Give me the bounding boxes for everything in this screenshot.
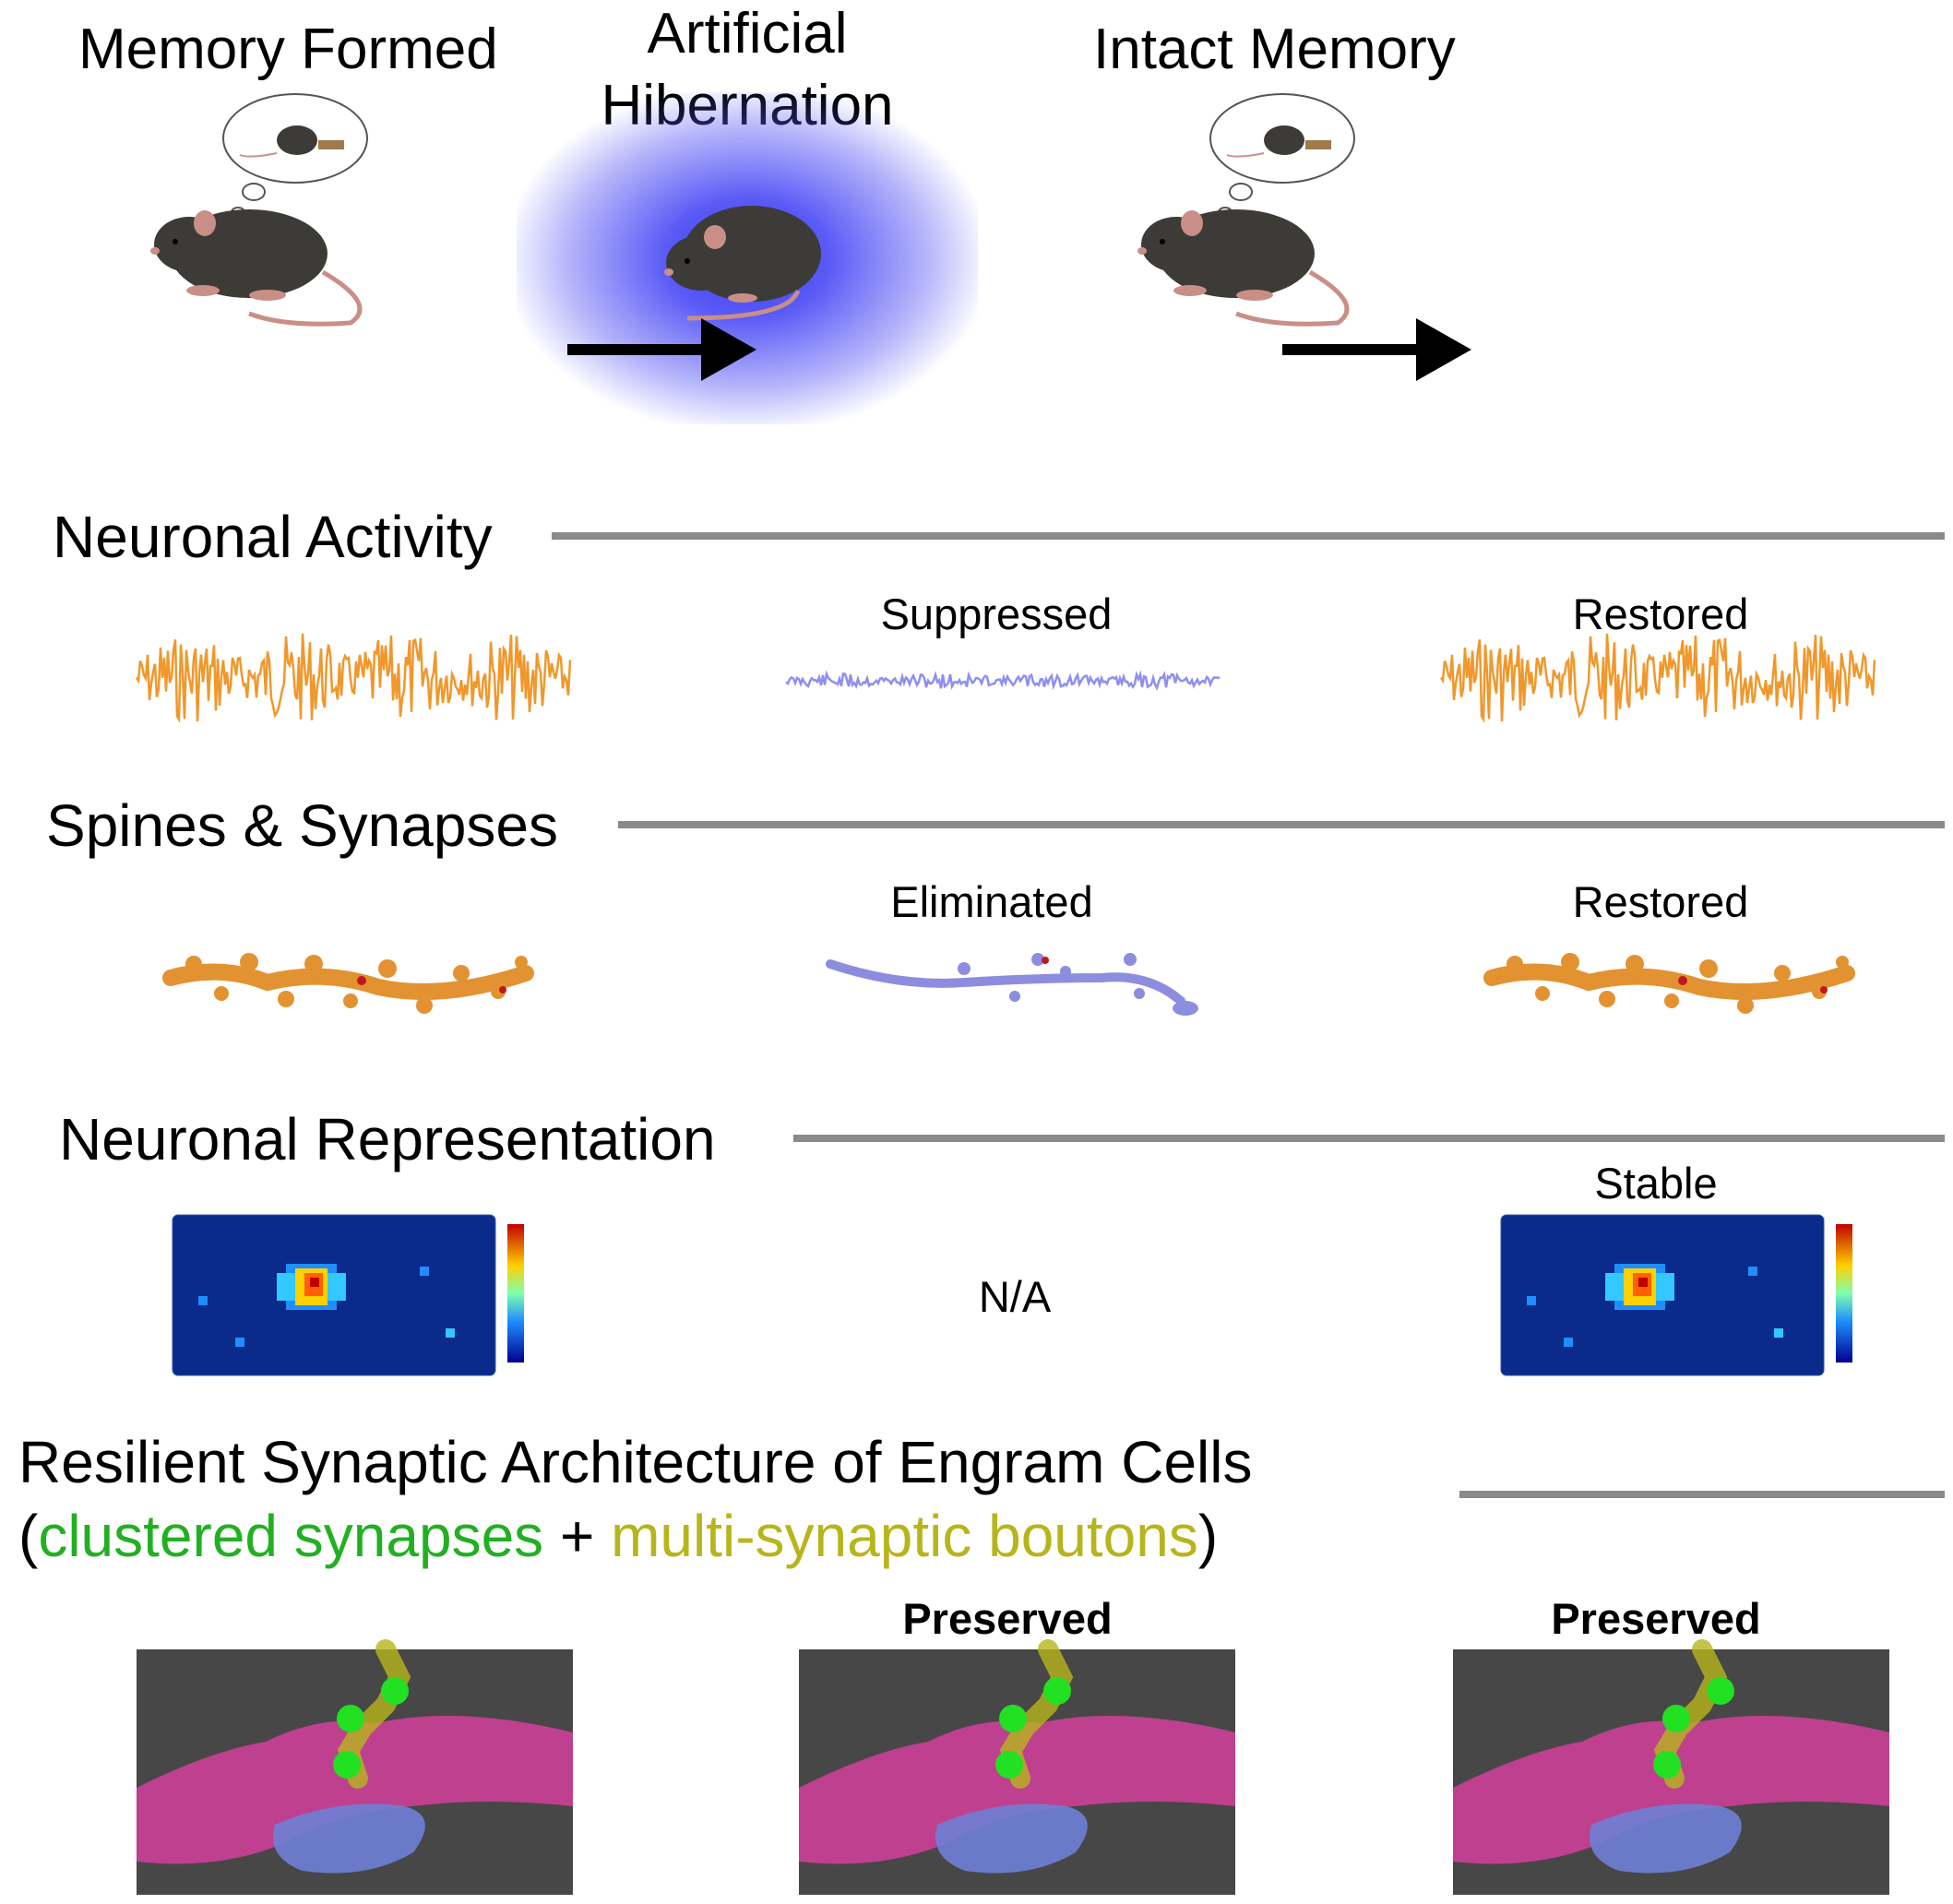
stage-title-formed: Memory Formed bbox=[78, 18, 498, 81]
mouse-icon bbox=[1137, 93, 1355, 327]
section-title-activity: Neuronal Activity bbox=[53, 504, 493, 570]
section-title-architecture: Resilient Synaptic Architecture of Engra… bbox=[18, 1429, 1253, 1495]
architecture-subtitle: (clustered synapses + multi-synaptic bou… bbox=[18, 1502, 1218, 1570]
dendrite-spines-formed bbox=[162, 953, 534, 1014]
em-reconstruction-formed bbox=[137, 1639, 573, 1895]
clustered-synapses-label: clustered synapses bbox=[38, 1503, 544, 1569]
subtitle-paren-open: ( bbox=[18, 1503, 39, 1569]
section-divider bbox=[552, 532, 1945, 540]
section-title-representation: Neuronal Representation bbox=[59, 1106, 716, 1172]
arrow-right-icon bbox=[1282, 318, 1471, 381]
representation-hibernation-label: N/A bbox=[978, 1272, 1052, 1321]
spines-intact-label: Restored bbox=[1572, 877, 1749, 926]
activity-trace-hibernation bbox=[785, 670, 1221, 691]
em-reconstruction-intact bbox=[1453, 1639, 1889, 1895]
activity-trace-intact bbox=[1439, 633, 1876, 723]
activity-trace-formed bbox=[135, 633, 572, 723]
section-divider bbox=[793, 1135, 1945, 1142]
section-divider bbox=[618, 821, 1945, 828]
representation-intact-label: Stable bbox=[1594, 1159, 1718, 1208]
stage-title-hibernation-line1: Artificial bbox=[647, 2, 848, 65]
activity-intact-label: Restored bbox=[1572, 589, 1749, 638]
architecture-hibernation-label: Preserved bbox=[902, 1594, 1113, 1643]
dendrite-spines-hibernation bbox=[826, 953, 1198, 1016]
activity-hibernation-label: Suppressed bbox=[880, 589, 1113, 638]
mouse-icon bbox=[150, 93, 368, 327]
em-reconstruction-hibernation bbox=[799, 1639, 1235, 1895]
subtitle-paren-close: ) bbox=[1197, 1503, 1219, 1569]
section-divider bbox=[1459, 1491, 1945, 1498]
stage-title-intact: Intact Memory bbox=[1093, 18, 1456, 81]
multi-synaptic-boutons-label: multi-synaptic boutons bbox=[611, 1503, 1198, 1569]
mouse-icon bbox=[664, 206, 821, 321]
subtitle-plus: + bbox=[543, 1503, 612, 1569]
arrow-right-icon bbox=[567, 318, 756, 381]
place-field-heatmap-formed bbox=[172, 1214, 524, 1376]
spines-hibernation-label: Eliminated bbox=[890, 877, 1093, 926]
place-field-heatmap-intact bbox=[1500, 1214, 1852, 1376]
thought-bubble-icon bbox=[222, 93, 368, 218]
architecture-intact-label: Preserved bbox=[1551, 1594, 1761, 1643]
dendrite-spines-intact bbox=[1483, 953, 1855, 1014]
section-title-spines: Spines & Synapses bbox=[46, 792, 558, 859]
thought-bubble-icon bbox=[1209, 93, 1355, 218]
